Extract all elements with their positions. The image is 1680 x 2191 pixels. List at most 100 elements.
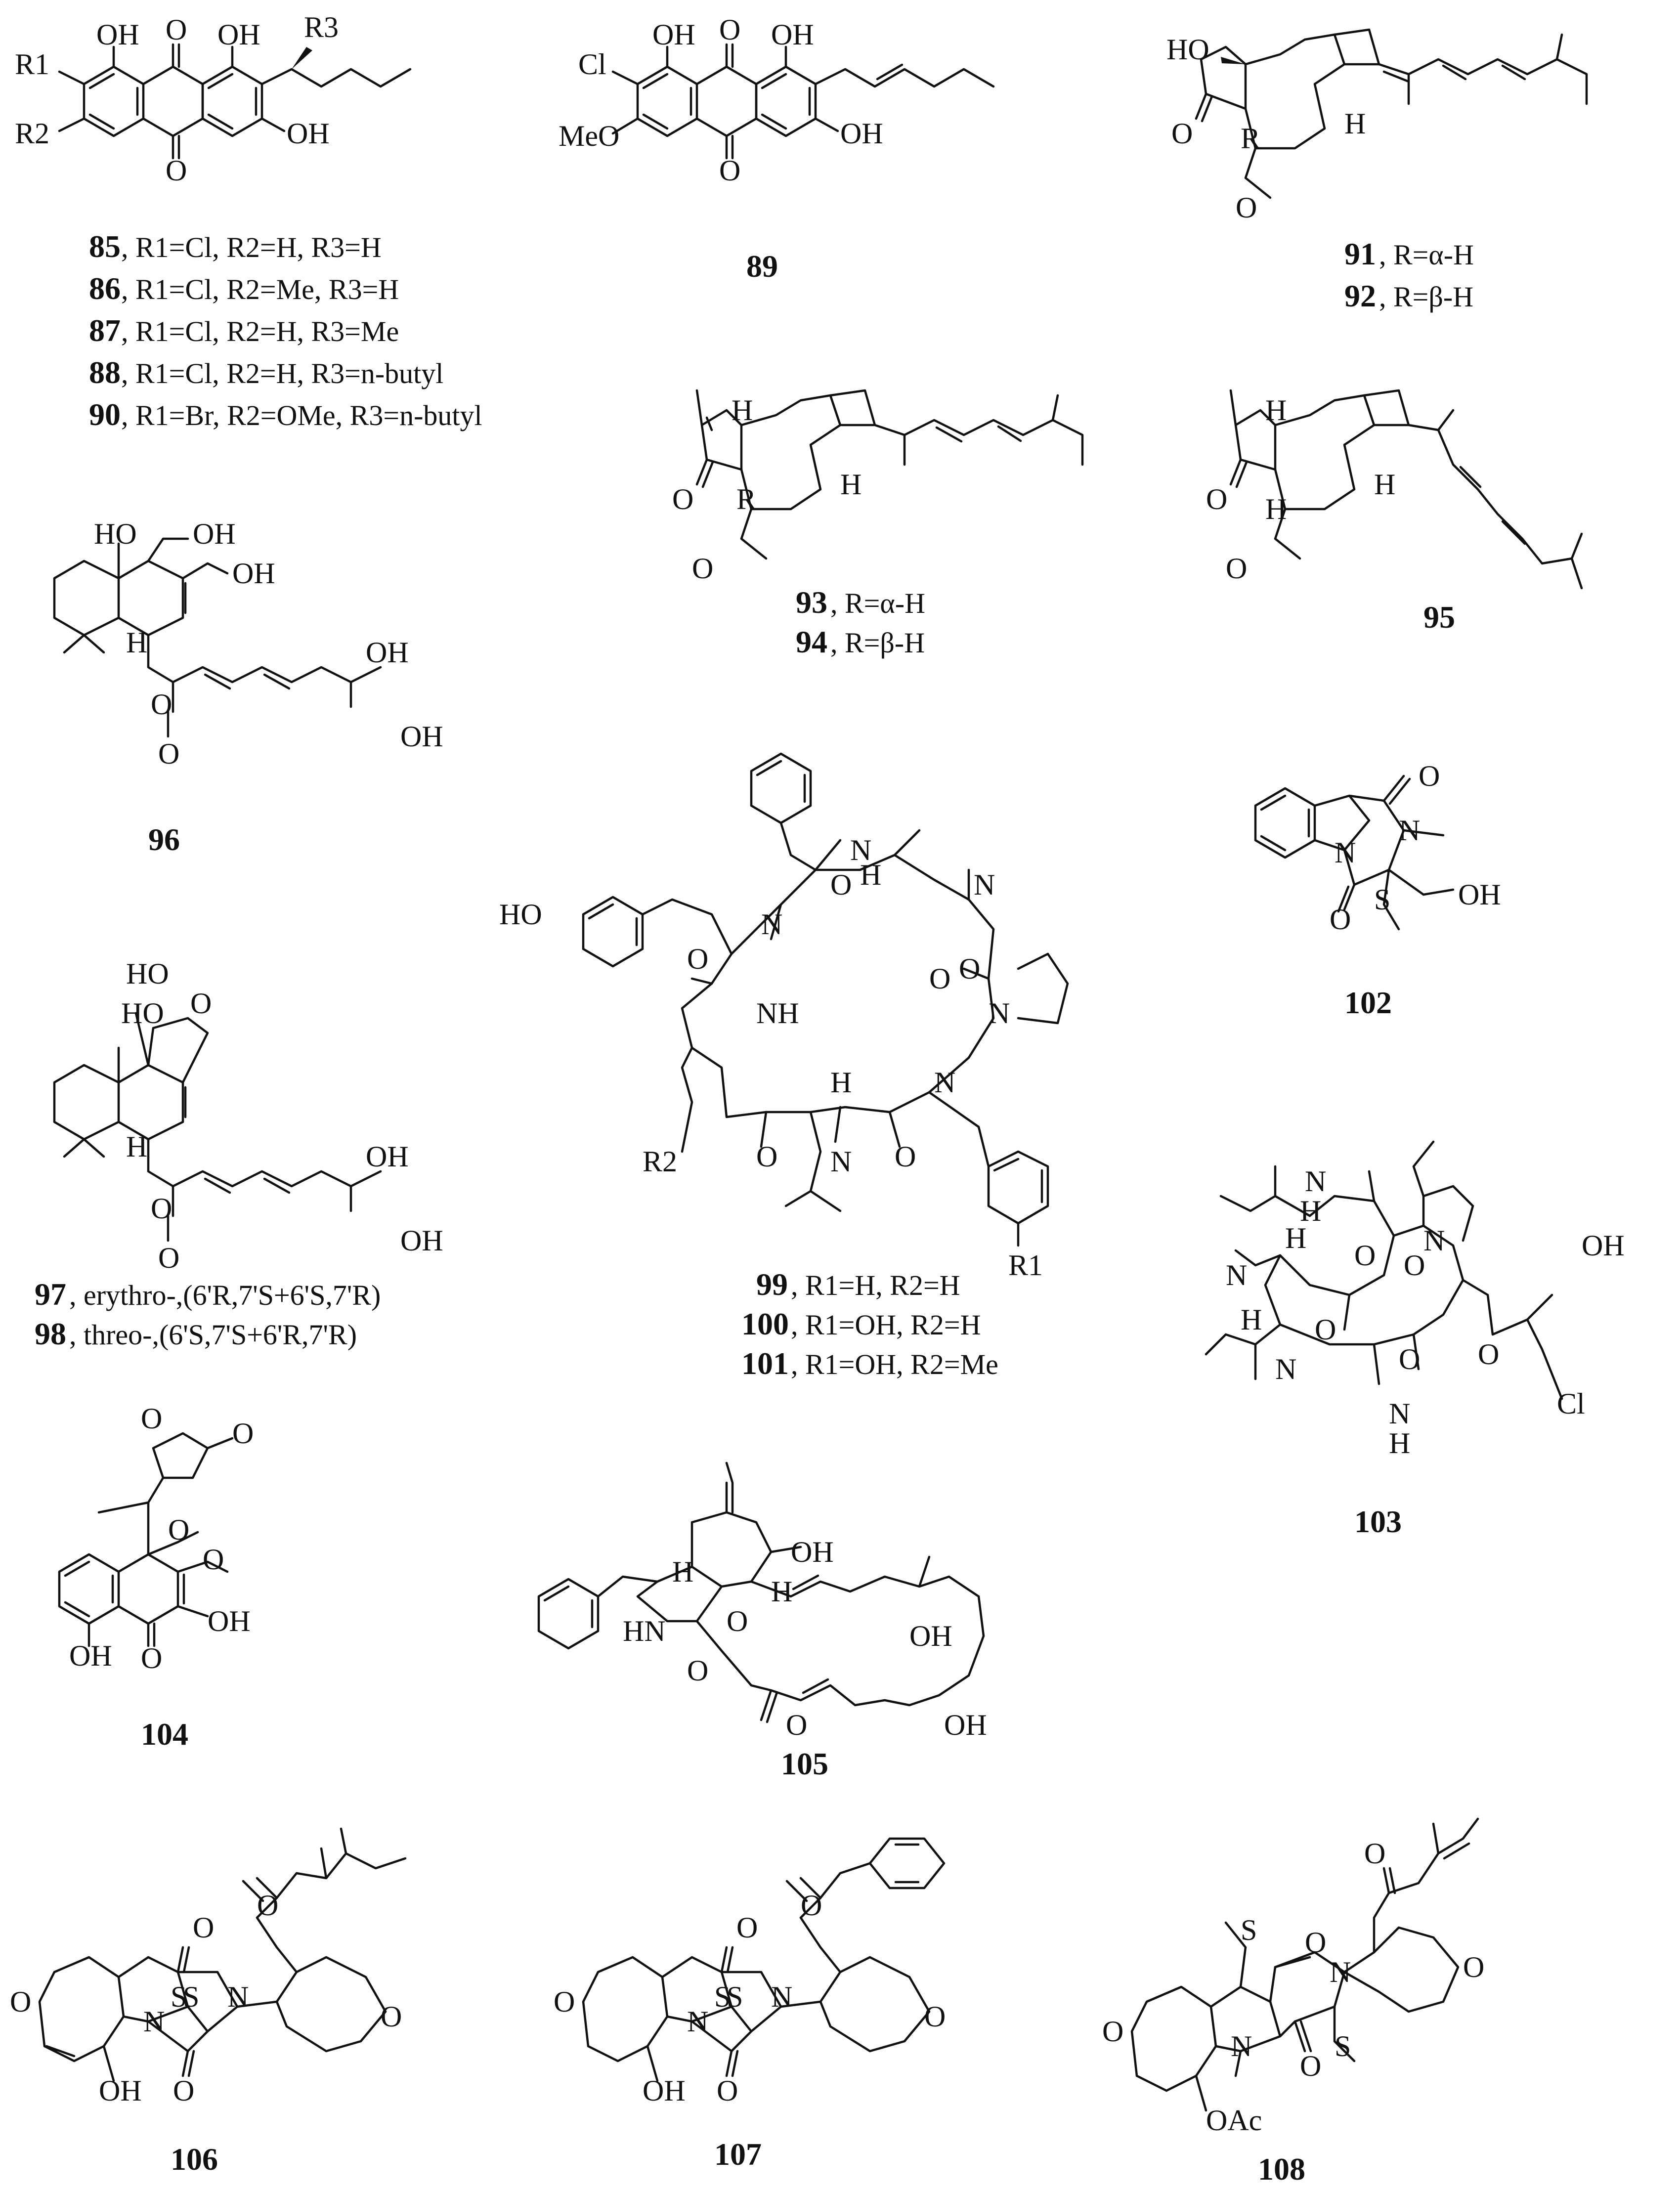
atom-label: S bbox=[1374, 883, 1390, 916]
atom-label: N bbox=[1330, 1956, 1351, 1988]
atom-label: O bbox=[168, 1513, 189, 1546]
atom-label: N bbox=[1399, 814, 1420, 847]
atom-label: N bbox=[989, 997, 1010, 1030]
svg-text:88: 88 bbox=[89, 355, 121, 390]
atom-label: O bbox=[929, 962, 950, 995]
caption-92: 92, R=β-H bbox=[1344, 278, 1473, 313]
atom-label: OH bbox=[208, 1605, 251, 1637]
atom-label: N bbox=[830, 1145, 852, 1178]
atom-label: HN bbox=[623, 1615, 666, 1647]
atom-label: OH bbox=[217, 18, 260, 51]
atom-label: N bbox=[1389, 1397, 1410, 1430]
compound-number-105: 105 bbox=[781, 1746, 828, 1781]
svg-text:, R1=Cl, R2=H, R3=Me: , R1=Cl, R2=H, R3=Me bbox=[121, 315, 399, 347]
atom-label: O bbox=[1206, 483, 1227, 516]
svg-text:98: 98 bbox=[35, 1316, 66, 1351]
atom-label: N bbox=[1275, 1353, 1296, 1385]
atom-label: H bbox=[860, 859, 881, 891]
atom-label: R bbox=[736, 483, 756, 516]
atom-label: O bbox=[203, 1543, 224, 1576]
atom-label: O bbox=[1102, 2015, 1123, 2048]
atom-label: O bbox=[158, 1242, 179, 1274]
atom-label: N bbox=[227, 1980, 249, 2013]
atom-label: O bbox=[756, 1140, 777, 1173]
atom-label: OH bbox=[400, 720, 443, 753]
atom-label: OH bbox=[652, 18, 695, 51]
atom-label: N bbox=[143, 2005, 165, 2038]
atom-label: R1 bbox=[1008, 1249, 1043, 1282]
atom-label: R2 bbox=[15, 117, 49, 150]
caption-86: 86, R1=Cl, R2=Me, R3=H bbox=[89, 271, 399, 306]
compound-91-92: HO H O R O 91, R=α-H 92, R=β-H bbox=[1166, 28, 1588, 313]
atom-label: H bbox=[732, 394, 753, 427]
svg-text:, R1=Cl, R2=Me, R3=H: , R1=Cl, R2=Me, R3=H bbox=[121, 273, 399, 305]
atom-label: O bbox=[1463, 1951, 1484, 1983]
atom-label: O bbox=[1305, 1926, 1326, 1959]
atom-label: O bbox=[190, 987, 212, 1020]
atom-label: MeO bbox=[559, 120, 619, 152]
atom-label: O bbox=[830, 868, 852, 901]
atom-label: H bbox=[1285, 1222, 1306, 1254]
atom-label: H bbox=[1389, 1427, 1410, 1460]
compound-number-104: 104 bbox=[141, 1717, 188, 1752]
atom-label: O bbox=[10, 1985, 31, 2018]
svg-text:, R1=OH, R2=Me: , R1=OH, R2=Me bbox=[791, 1348, 998, 1380]
atom-label: O bbox=[151, 1192, 172, 1225]
atom-label: OH bbox=[366, 636, 409, 669]
atom-label: HO bbox=[94, 517, 137, 550]
atom-label: S bbox=[714, 1980, 731, 2013]
atom-label: H bbox=[840, 468, 862, 501]
atom-label: S bbox=[1241, 1914, 1257, 1946]
svg-text:, erythro-,(6'R,7'S+6'S,7'R): , erythro-,(6'R,7'S+6'S,7'R) bbox=[69, 1279, 381, 1311]
caption-98: 98, threo-,(6'S,7'S+6'R,7'R) bbox=[35, 1316, 357, 1351]
atom-label: H bbox=[126, 1130, 147, 1163]
atom-label: O bbox=[1478, 1338, 1499, 1371]
atom-label: O bbox=[1330, 903, 1351, 936]
atom-label: O bbox=[554, 1985, 575, 2018]
compound-number-107: 107 bbox=[714, 2137, 762, 2172]
atom-label: N bbox=[687, 2005, 708, 2038]
atom-label: O bbox=[692, 552, 713, 585]
atom-label: N bbox=[1335, 836, 1356, 869]
atom-label: O bbox=[1226, 552, 1247, 585]
atom-label: O bbox=[151, 688, 172, 721]
compound-107: O O O N S S N O O OH 107 bbox=[554, 1837, 946, 2172]
atom-label: O bbox=[1364, 1837, 1385, 1870]
svg-text:, threo-,(6'S,7'S+6'R,7'R): , threo-,(6'S,7'S+6'R,7'R) bbox=[69, 1319, 357, 1351]
svg-text:91: 91 bbox=[1344, 236, 1376, 271]
compound-number-106: 106 bbox=[171, 2142, 218, 2177]
atom-label: HO bbox=[121, 997, 164, 1030]
atom-label: OH bbox=[366, 1140, 409, 1173]
svg-text:101: 101 bbox=[741, 1346, 789, 1381]
svg-text:, R=β-H: , R=β-H bbox=[830, 627, 925, 659]
svg-text:, R1=H, R2=H: , R1=H, R2=H bbox=[791, 1269, 960, 1301]
atom-label: N bbox=[1226, 1259, 1247, 1291]
compound-96: HO OH OH H O O OH OH 96 bbox=[53, 517, 443, 857]
atom-label: OH bbox=[909, 1620, 952, 1652]
atom-label: N bbox=[934, 1066, 955, 1099]
compound-103: N H H N O N O OH H O O Cl N O N H 103 bbox=[1205, 1140, 1625, 1539]
atom-label: O bbox=[193, 1911, 214, 1944]
atom-label: R3 bbox=[304, 11, 339, 43]
caption-94: 94, R=β-H bbox=[796, 624, 925, 659]
atom-label: O bbox=[786, 1709, 807, 1741]
compound-93-94: H H O R O 93, R=α-H 94, R=β-H bbox=[672, 389, 1084, 659]
compound-108: O O S O N O N O S OAc 108 bbox=[1102, 1817, 1484, 2187]
atom-label: O bbox=[1354, 1239, 1376, 1272]
atom-label: OH bbox=[791, 1536, 834, 1568]
svg-text:, R=α-H: , R=α-H bbox=[1379, 239, 1474, 271]
svg-text:92: 92 bbox=[1344, 278, 1376, 313]
atom-label: O bbox=[687, 1654, 708, 1687]
atom-label: OH bbox=[69, 1639, 112, 1672]
compound-number-108: 108 bbox=[1258, 2151, 1305, 2187]
svg-text:, R1=OH, R2=H: , R1=OH, R2=H bbox=[791, 1309, 981, 1341]
atom-label: N bbox=[850, 834, 871, 866]
atom-label: OH bbox=[96, 18, 139, 51]
compound-number-102: 102 bbox=[1344, 985, 1392, 1020]
caption-101: 101, R1=OH, R2=Me bbox=[741, 1346, 998, 1381]
atom-label: H bbox=[672, 1555, 693, 1588]
svg-text:85: 85 bbox=[89, 229, 121, 264]
compound-number-89: 89 bbox=[746, 249, 778, 284]
atom-label: H bbox=[830, 1066, 852, 1099]
